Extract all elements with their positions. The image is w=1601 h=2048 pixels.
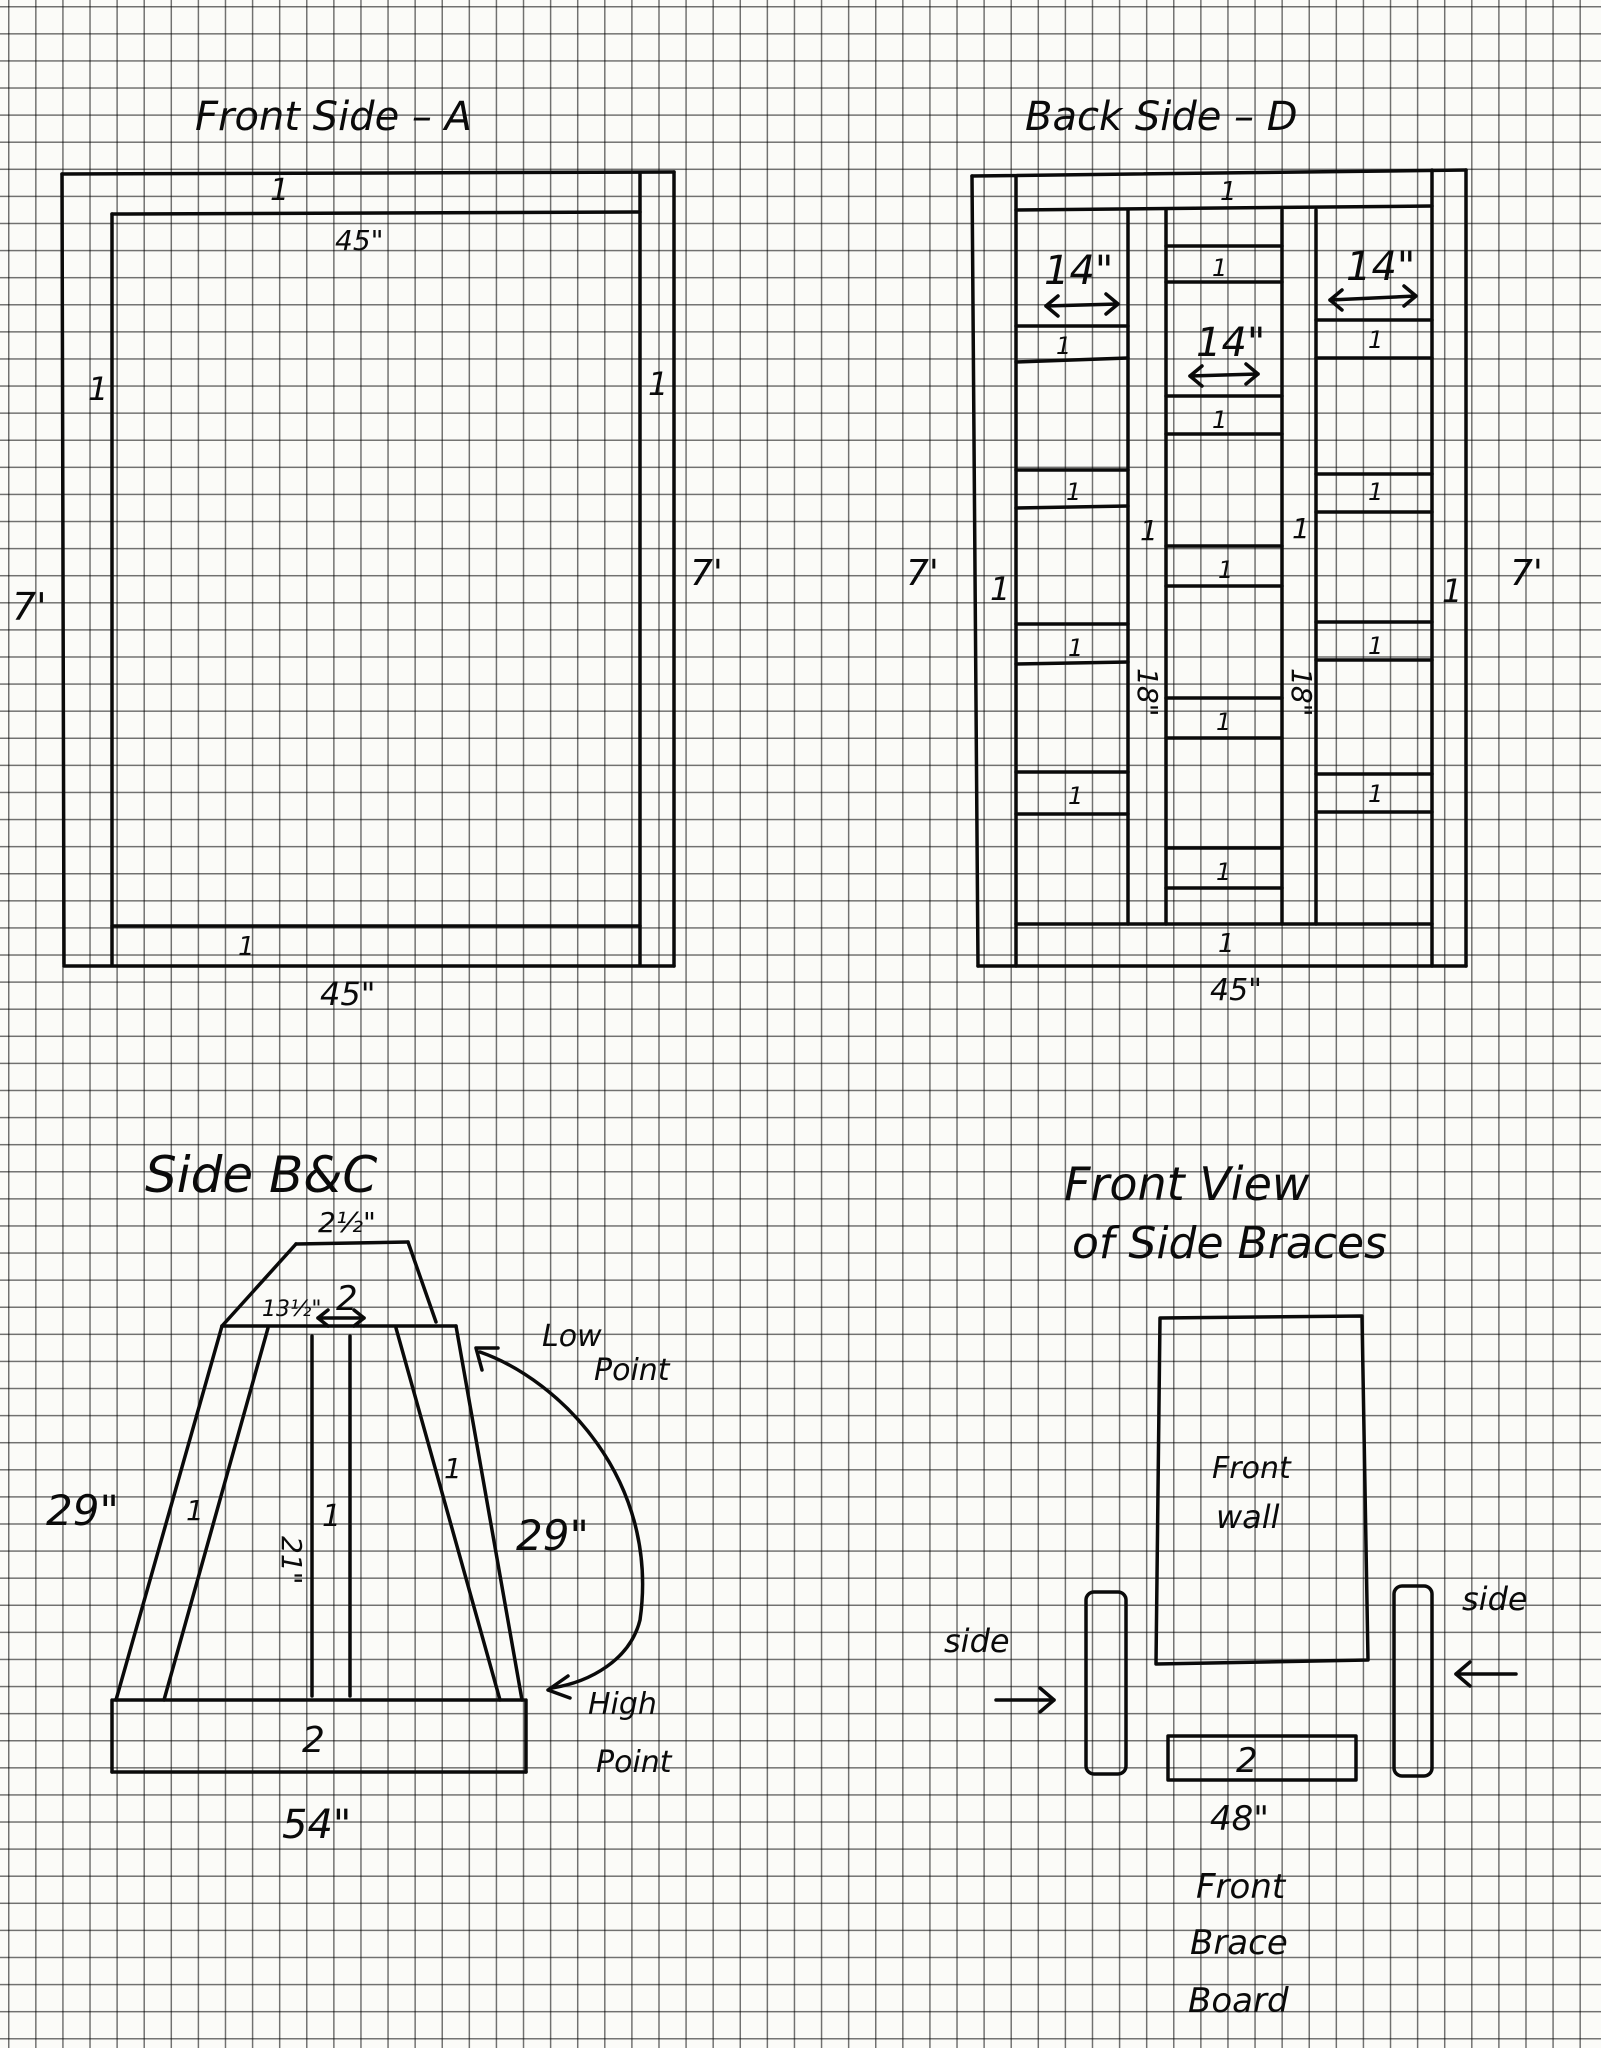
back-span-right: 14" <box>1346 244 1415 290</box>
rung-label: 1 <box>1368 632 1383 660</box>
rung-label: 1 <box>1066 478 1081 506</box>
high-point-label-1: High <box>588 1687 657 1722</box>
rung-label: 1 <box>1056 332 1071 360</box>
brace-width: 48" <box>1210 1799 1269 1839</box>
front-right-board: 1 <box>648 365 668 403</box>
back-left-height: 7' <box>906 553 939 594</box>
side-right-label: side <box>1462 1580 1528 1618</box>
back-frame <box>970 168 1468 968</box>
front-title: Front Side – A <box>195 94 472 140</box>
side-center-brace: 1 <box>322 1499 341 1534</box>
back-left-post: 1 <box>990 570 1010 608</box>
braces-panel: Front View of Side Braces Front wall sid… <box>944 1157 1528 2021</box>
wall-label-2: wall <box>1216 1498 1280 1536</box>
side-left-label: side <box>944 1622 1010 1660</box>
front-bottom-width: 45" <box>320 975 375 1013</box>
braces-title-2: of Side Braces <box>1072 1218 1387 1269</box>
back-inner-right-post: 1 <box>1292 512 1310 545</box>
front-left-height: 7' <box>12 585 47 629</box>
back-top-board: 1 <box>1220 177 1237 207</box>
braces-frame <box>994 1314 1518 1782</box>
front-top-width: 45" <box>335 224 384 257</box>
rung-label: 1 <box>1212 406 1227 434</box>
side-title: Side B&C <box>145 1146 377 1204</box>
braces-title-1: Front View <box>1064 1157 1310 1211</box>
back-right-height: 7' <box>1510 553 1543 594</box>
side-right-brace: 1 <box>444 1452 462 1485</box>
rung-label: 1 <box>1216 708 1231 736</box>
side-frame <box>110 1240 645 1774</box>
back-span-mid: 14" <box>1196 320 1265 366</box>
side-left-brace: 1 <box>186 1494 204 1527</box>
side-panel: Side B&C 2 <box>46 1146 673 1848</box>
brace-board-number: 2 <box>1236 1741 1258 1781</box>
back-inner-left-post: 1 <box>1140 514 1158 547</box>
side-bottom-width: 54" <box>282 1802 351 1848</box>
rung-label: 1 <box>1068 782 1083 810</box>
rung-label: 1 <box>1368 780 1383 808</box>
wall-label-1: Front <box>1212 1451 1292 1486</box>
back-bottom-width: 45" <box>1210 973 1262 1008</box>
rung-label: 1 <box>1216 858 1231 886</box>
front-top-board: 1 <box>270 173 289 208</box>
front-left-board: 1 <box>88 370 108 408</box>
high-point-label-2: Point <box>596 1745 673 1780</box>
back-gap-right: 18" <box>1285 668 1318 717</box>
brace-caption-1: Front <box>1196 1867 1287 1907</box>
low-point-label-2: Point <box>594 1353 671 1388</box>
back-right-post: 1 <box>1442 572 1462 610</box>
back-gap-left: 18" <box>1131 668 1164 717</box>
side-inner-top-board: 2 <box>336 1279 358 1319</box>
rung-label: 1 <box>1068 634 1083 662</box>
front-frame <box>60 170 676 968</box>
brace-caption-2: Brace <box>1190 1923 1288 1963</box>
low-point-label-1: Low <box>542 1319 602 1354</box>
brace-caption-3: Board <box>1188 1981 1289 2021</box>
front-side-panel: Front Side – A 1 45" 1 1 1 45" 7' 7' <box>12 94 723 1013</box>
back-rung-labels: 1 1 1 1 1 1 1 1 1 1 1 1 1 <box>1056 254 1383 886</box>
side-right-length: 29" <box>516 1511 589 1560</box>
front-bottom-board: 1 <box>238 932 255 962</box>
side-top-width: 2½" <box>318 1206 376 1239</box>
side-left-length: 29" <box>46 1486 119 1535</box>
side-center-height: 21" <box>275 1536 308 1585</box>
side-bottom-board: 2 <box>302 1720 325 1761</box>
back-bottom-board: 1 <box>1218 929 1235 959</box>
rung-label: 1 <box>1368 478 1383 506</box>
rung-label: 1 <box>1212 254 1227 282</box>
back-title: Back Side – D <box>1025 94 1298 140</box>
back-span-left: 14" <box>1044 248 1113 294</box>
back-side-panel: Back Side – D <box>906 94 1543 1008</box>
front-right-height: 7' <box>690 553 723 594</box>
rung-label: 1 <box>1368 326 1383 354</box>
rung-label: 1 <box>1218 556 1233 584</box>
side-inner-top: 13½" <box>262 1297 321 1322</box>
